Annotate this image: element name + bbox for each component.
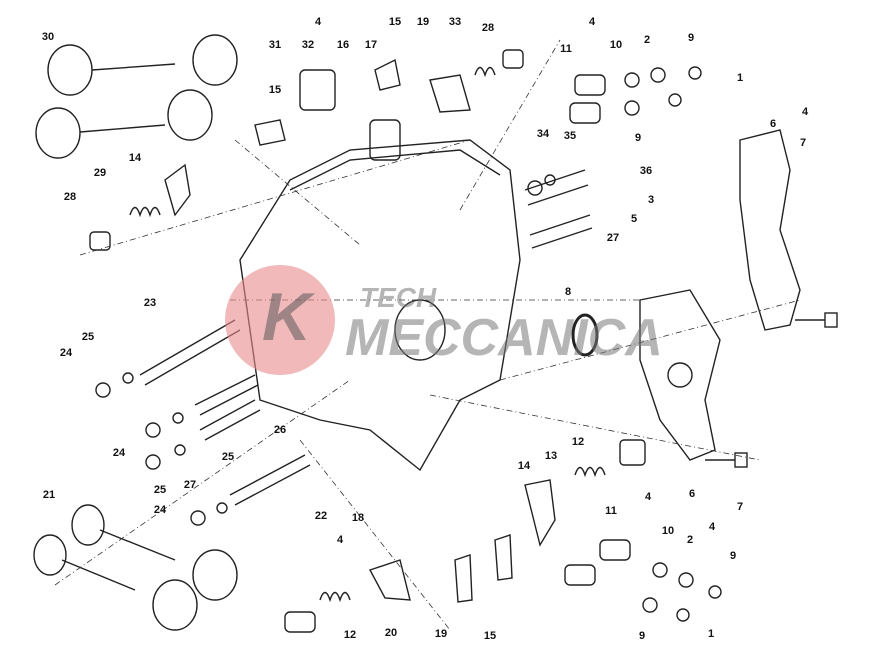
watermark-logo-circle bbox=[225, 265, 335, 375]
callout-label: 28 bbox=[63, 191, 77, 203]
callout-label: 9 bbox=[634, 132, 642, 144]
callout-label: 9 bbox=[729, 550, 737, 562]
callout-label: 14 bbox=[517, 460, 531, 472]
callout-label: 4 bbox=[708, 521, 716, 533]
callout-label: 1 bbox=[736, 72, 744, 84]
callout-label: 9 bbox=[687, 32, 695, 44]
callout-label: 33 bbox=[448, 16, 462, 28]
callout-label: 12 bbox=[571, 436, 585, 448]
callout-label: 32 bbox=[301, 39, 315, 51]
callout-label: 4 bbox=[801, 106, 809, 118]
callout-label: 14 bbox=[128, 152, 142, 164]
watermark-line2: MECCANICA bbox=[345, 309, 663, 367]
watermark-line1: TECH bbox=[360, 282, 437, 313]
callout-label: 11 bbox=[605, 505, 617, 517]
callout-label: 21 bbox=[42, 489, 56, 501]
callout-label: 5 bbox=[630, 213, 638, 225]
callout-label: 4 bbox=[336, 534, 344, 546]
callout-label: 20 bbox=[384, 627, 398, 639]
callout-label: 1 bbox=[707, 628, 715, 640]
callout-label: 34 bbox=[536, 128, 550, 140]
callout-label: 15 bbox=[388, 16, 402, 28]
callout-label: 13 bbox=[544, 450, 558, 462]
callout-label: 24 bbox=[112, 447, 126, 459]
callout-label: 24 bbox=[153, 504, 167, 516]
callout-label: 6 bbox=[769, 118, 777, 130]
callout-label: 27 bbox=[183, 479, 197, 491]
callout-label: 3 bbox=[647, 194, 655, 206]
callout-label: 30 bbox=[41, 31, 55, 43]
callout-label: 19 bbox=[434, 628, 448, 640]
watermark-logo-letter: K bbox=[262, 279, 312, 355]
callout-label: 25 bbox=[153, 484, 167, 496]
callout-label: 10 bbox=[661, 525, 675, 537]
callout-label: 4 bbox=[314, 16, 322, 28]
callout-label: 4 bbox=[588, 16, 596, 28]
callout-label: 25 bbox=[81, 331, 95, 343]
callout-label: 4 bbox=[644, 491, 652, 503]
callout-label: 23 bbox=[143, 297, 157, 309]
callout-label: 36 bbox=[639, 165, 653, 177]
callout-label: 2 bbox=[686, 534, 694, 546]
callout-label: 7 bbox=[736, 501, 744, 513]
callout-label: 18 bbox=[351, 512, 365, 524]
callout-label: 26 bbox=[273, 424, 287, 436]
callout-label: 9 bbox=[638, 630, 646, 642]
callout-label: 15 bbox=[268, 84, 282, 96]
callout-label: 12 bbox=[343, 629, 357, 641]
callout-label: 28 bbox=[481, 22, 495, 34]
callout-label: 29 bbox=[93, 167, 107, 179]
callout-label: 7 bbox=[799, 137, 807, 149]
callout-label: 25 bbox=[221, 451, 235, 463]
callout-label: 22 bbox=[314, 510, 328, 522]
callout-label: 6 bbox=[688, 488, 696, 500]
callout-label: 35 bbox=[563, 130, 577, 142]
callout-label: 11 bbox=[560, 43, 572, 55]
callout-label: 8 bbox=[564, 286, 572, 298]
callout-label: 15 bbox=[483, 630, 497, 642]
callout-label: 27 bbox=[606, 232, 620, 244]
callout-label: 31 bbox=[268, 39, 282, 51]
callout-label: 10 bbox=[609, 39, 623, 51]
callout-label: 2 bbox=[643, 34, 651, 46]
callout-label: 17 bbox=[364, 39, 378, 51]
callout-label: 19 bbox=[416, 16, 430, 28]
callout-label: 24 bbox=[59, 347, 73, 359]
callout-label: 16 bbox=[336, 39, 350, 51]
